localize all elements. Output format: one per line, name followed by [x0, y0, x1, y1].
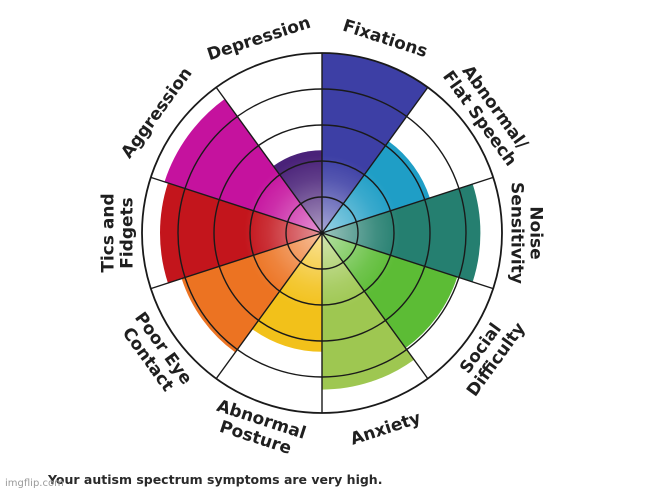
- label-line: Depression: [205, 13, 313, 65]
- label-poor-eye-contact: Poor EyeContact: [115, 309, 196, 400]
- label-social-difficulty: SocialDifficulty: [448, 308, 530, 401]
- result-caption: Your autism spectrum symptoms are very h…: [48, 472, 383, 487]
- grid-spoke-4: [321, 232, 494, 290]
- sector-noise-sensitivity: [322, 184, 481, 282]
- grid-spoke-5: [321, 232, 429, 380]
- label-abnormal-posture: AbnormalPosture: [208, 396, 308, 462]
- label-anxiety: Anxiety: [348, 408, 423, 450]
- label-line: Tics and: [99, 193, 119, 272]
- grid-spoke-2: [321, 86, 429, 234]
- label-line: Sensitivity: [507, 182, 527, 284]
- grid-spoke-7: [215, 232, 323, 380]
- grid-spoke-10: [215, 86, 323, 234]
- grid-spoke-8: [150, 232, 323, 290]
- label-line: Noise: [526, 206, 546, 259]
- label-noise-sensitivity: NoiseSensitivity: [507, 182, 546, 284]
- grid-spoke-3: [321, 176, 494, 234]
- grid-layer: [141, 52, 503, 414]
- label-line: Fidgets: [118, 197, 138, 269]
- label-line: Anxiety: [348, 408, 423, 450]
- label-depression: Depression: [205, 13, 313, 65]
- watermark: imgflip.com: [5, 478, 64, 489]
- sector-tics-and-fidgets: [160, 182, 322, 284]
- label-tics-and-fidgets: Tics andFidgets: [99, 193, 138, 272]
- grid-spoke-9: [150, 176, 323, 234]
- label-abnormal-flat-speech: Abnormal/Flat Speech: [438, 56, 536, 170]
